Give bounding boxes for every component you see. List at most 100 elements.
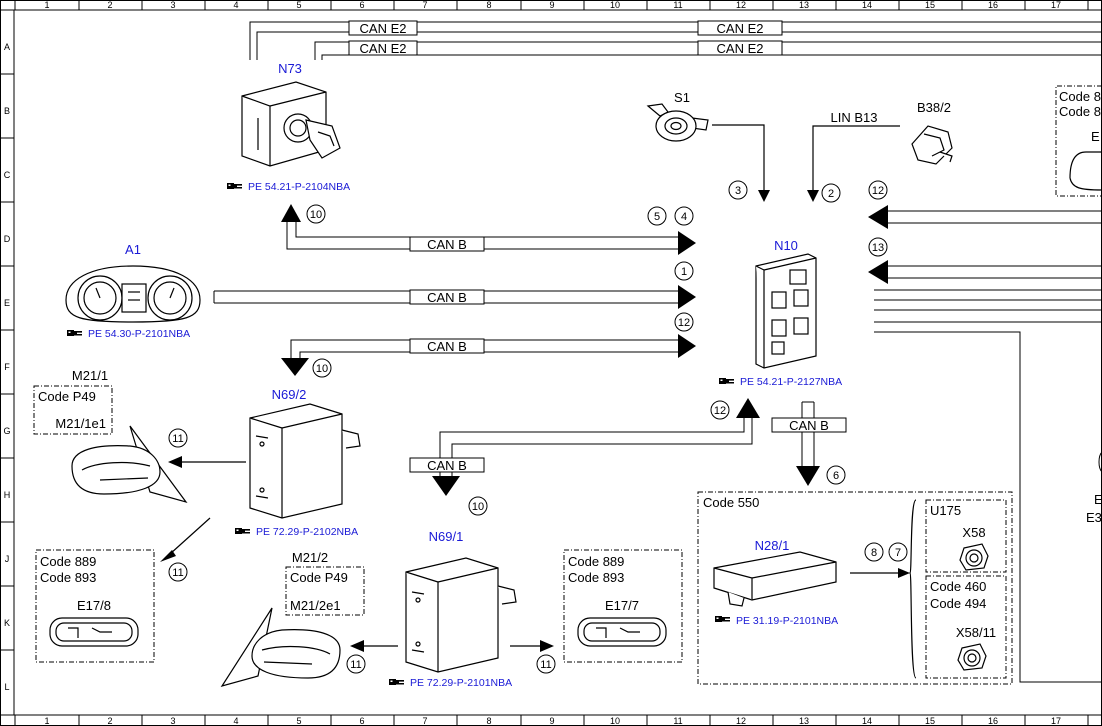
n73-label: N73	[278, 61, 302, 76]
code-460-label: Code 460	[930, 579, 986, 594]
col-label: 6	[359, 0, 364, 10]
col-label: 12	[736, 0, 746, 10]
can-e2-labels: CAN E2 CAN E2 CAN E2 CAN E2	[348, 20, 783, 56]
signal-number: 12	[872, 185, 884, 197]
n69-1-label: N69/1	[429, 529, 464, 544]
n73-ignition-switch-icon	[241, 81, 341, 167]
signal-number: 12	[678, 317, 690, 329]
u175-label: U175	[930, 503, 961, 518]
col-label: 13	[799, 716, 809, 726]
n10-reference[interactable]: PE 54.21-P-2127NBA	[740, 376, 842, 388]
can-e2-label: CAN E2	[360, 41, 407, 56]
code-494-label: Code 494	[930, 596, 986, 611]
col-label: 6	[359, 716, 364, 726]
m21-2-code: Code P49	[290, 570, 348, 585]
e17-8-label: E17/8	[77, 598, 111, 613]
m21-1-box	[33, 385, 113, 435]
a1-instrument-cluster-icon	[65, 265, 201, 323]
col-label: 5	[296, 716, 301, 726]
signal-number-circles	[168, 180, 908, 674]
row-label: G	[3, 426, 10, 436]
right-code-2: Code 8	[1059, 104, 1101, 119]
can-b-box	[409, 236, 485, 252]
col-label: 16	[988, 716, 998, 726]
m21-2-box	[285, 566, 365, 616]
can-e2-bus	[249, 21, 1102, 60]
col-label: 5	[296, 0, 301, 10]
n73-reference[interactable]: PE 54.21-P-2104NBA	[248, 181, 350, 193]
arrowhead	[807, 190, 819, 202]
right-side-bus	[874, 210, 1102, 683]
col-label: 4	[233, 716, 238, 726]
row-label: E	[4, 298, 10, 308]
col-label: 2	[107, 716, 112, 726]
n28-reference[interactable]: PE 31.19-P-2101NBA	[736, 615, 838, 627]
col-label: 1	[44, 0, 49, 10]
row-label: A	[4, 42, 10, 52]
b38-rain-light-sensor-icon	[911, 125, 953, 165]
row-letters: A B C D E F G H J K L	[3, 42, 10, 692]
signal-numbers: 10 5 4 3 2 12 13 1 12 10 12 6 10 11 11 1…	[172, 185, 901, 671]
a1-reference[interactable]: PE 54.30-P-2101NBA	[88, 328, 190, 340]
e17-7-lamp-icon	[577, 617, 667, 647]
brace	[908, 499, 917, 679]
n69-1-door-control-unit-icon	[405, 557, 517, 673]
col-label: 2	[107, 0, 112, 10]
signal-number: 13	[872, 242, 884, 254]
row-label: K	[4, 618, 10, 628]
arrowhead	[678, 231, 696, 255]
signal-number: 8	[871, 547, 877, 559]
n28-trailer-module-icon	[713, 551, 837, 607]
right-edge-label: E	[1094, 492, 1102, 507]
arrowhead	[868, 205, 888, 229]
signal-number: 5	[654, 211, 660, 223]
signal-number: 10	[316, 363, 328, 375]
s1-to-n10-line	[712, 124, 765, 190]
n10-label: N10	[774, 238, 798, 253]
can-e2-label: CAN E2	[717, 41, 764, 56]
e17-8-code-2: Code 893	[40, 570, 96, 585]
right-lamp-icon	[1069, 151, 1102, 191]
x58-11-label: X58/11	[956, 625, 996, 640]
arrowhead	[796, 466, 820, 486]
row-label: J	[5, 554, 10, 564]
e17-7-code-1: Code 889	[568, 554, 624, 569]
can-b-label: CAN B	[427, 458, 467, 473]
x58-label: X58	[962, 525, 985, 540]
row-label: B	[4, 106, 10, 116]
signal-number: 1	[681, 266, 687, 278]
arrowhead	[432, 476, 460, 496]
col-label: 11	[673, 716, 682, 726]
n69-2-reference[interactable]: PE 72.29-P-2102NBA	[256, 526, 358, 538]
row-label: F	[4, 362, 10, 372]
signal-number: 10	[310, 209, 322, 221]
signal-number: 3	[735, 185, 741, 197]
arrowhead	[758, 190, 770, 202]
can-b-label: CAN B	[427, 290, 467, 305]
signal-number: 2	[828, 188, 834, 200]
signal-number: 7	[895, 547, 901, 559]
col-label: 7	[422, 716, 427, 726]
right-code-1: Code 8	[1059, 89, 1101, 104]
row-label: L	[4, 682, 9, 692]
code-550-label: Code 550	[703, 495, 759, 510]
arrowhead	[898, 568, 910, 578]
arrowhead	[678, 334, 696, 358]
signal-number: 11	[540, 659, 551, 671]
can-b-n69-2-bus	[290, 339, 678, 358]
signal-number: 11	[172, 567, 183, 579]
u175-box	[925, 499, 1007, 573]
col-label: 15	[925, 716, 935, 726]
e17-8-code-1: Code 889	[40, 554, 96, 569]
signal-number: 12	[714, 405, 726, 417]
arrowhead	[281, 358, 309, 376]
n69-2-door-control-unit-icon	[249, 403, 361, 519]
n69-1-reference[interactable]: PE 72.29-P-2101NBA	[410, 677, 512, 689]
code-550-box	[697, 491, 1013, 685]
m21-2-label: M21/2	[292, 550, 328, 565]
lin-bus-label: LIN B13	[831, 110, 878, 125]
right-code-sub: E	[1091, 129, 1100, 144]
arrowhead	[160, 550, 176, 562]
col-label: 3	[170, 716, 175, 726]
